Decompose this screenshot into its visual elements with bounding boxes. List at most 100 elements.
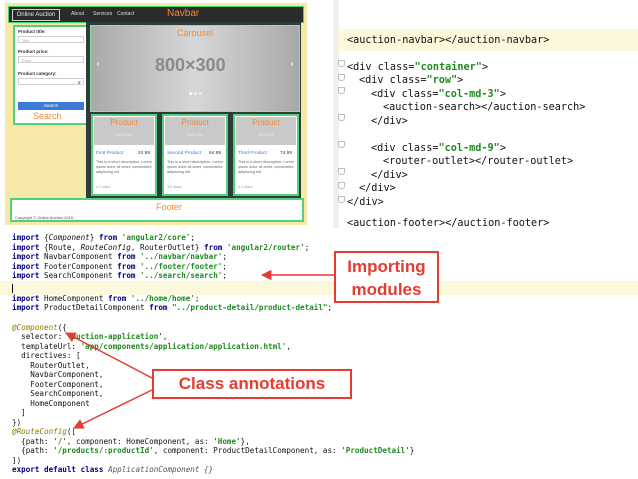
template-line[interactable]: </div> — [371, 169, 408, 183]
ts-line[interactable]: NavbarComponent, — [12, 370, 103, 379]
code-token: <auction-footer></auction-footer> — [347, 218, 550, 229]
product-description: This is a short description. Lorem ipsum… — [96, 160, 152, 174]
template-line[interactable]: <div class="row"> — [359, 74, 463, 88]
code-token: }) — [12, 418, 22, 427]
carousel-indicator[interactable] — [189, 92, 192, 95]
fold-marker-icon[interactable] — [338, 196, 345, 203]
template-line[interactable]: </div> — [371, 115, 408, 129]
code-string: '../footer/footer' — [140, 262, 223, 271]
chevron-right-icon[interactable]: › — [290, 59, 294, 70]
code-token: RouteConfig — [80, 243, 131, 252]
product-title-input[interactable]: Title — [18, 36, 84, 43]
product-image-size: 320×150 — [258, 132, 274, 137]
template-line[interactable]: </div> — [359, 182, 396, 196]
ts-line[interactable]: import SearchComponent from '../search/s… — [12, 271, 227, 280]
editor-gutter — [333, 0, 339, 228]
mockup-nav-about[interactable]: About — [71, 11, 85, 17]
code-token: ({ — [57, 323, 67, 332]
product-component-label: Product — [181, 118, 209, 127]
template-line[interactable]: </div> — [347, 196, 384, 210]
code-token: NavbarComponent — [39, 252, 118, 261]
ts-line[interactable]: SearchComponent, — [12, 389, 103, 398]
ts-line[interactable]: import HomeComponent from '../home/home'… — [12, 294, 199, 303]
template-line[interactable]: <auction-search></auction-search> — [383, 101, 585, 115]
template-line[interactable]: <div class="col-md-9"> — [371, 142, 506, 156]
mockup-nav-contact[interactable]: Contact — [117, 11, 135, 17]
ts-line[interactable]: import {Component} from 'angular2/core'; — [12, 233, 195, 242]
ts-line[interactable]: {path: '/', component: HomeComponent, as… — [12, 437, 250, 446]
code-token: ; — [194, 294, 200, 303]
carousel-indicator[interactable] — [194, 92, 197, 95]
ts-line[interactable]: @Component({ — [12, 323, 67, 332]
code-token: {path: — [12, 446, 54, 455]
ts-line[interactable]: templateUrl: 'app/components/application… — [12, 342, 291, 351]
search-button[interactable]: Search — [18, 102, 84, 110]
callout-text: modules — [351, 280, 422, 299]
carousel-indicator[interactable] — [199, 92, 202, 95]
fold-marker-icon[interactable] — [338, 168, 345, 175]
template-line[interactable]: <router-outlet></router-outlet> — [383, 155, 573, 169]
code-token: <auction-search></auction-search> — [383, 102, 586, 113]
code-token: <div class= — [347, 62, 415, 73]
fold-marker-icon[interactable] — [338, 74, 345, 81]
code-keyword: import — [12, 262, 40, 271]
mockup-nav-services[interactable]: Services — [93, 11, 113, 17]
template-line[interactable]: <div class="col-md-3"> — [371, 88, 506, 102]
ts-line[interactable]: ]) — [12, 456, 21, 465]
code-token: templateUrl: — [12, 342, 81, 351]
product-image-size: 320×150 — [187, 132, 203, 137]
fold-marker-icon[interactable] — [338, 182, 345, 189]
code-string: '../search/search' — [140, 271, 223, 280]
product-image: Product 320×150 — [165, 117, 225, 145]
product-title-link[interactable]: Third Product — [238, 151, 267, 156]
ts-line[interactable]: import {Route, RouteConfig, RouterOutlet… — [12, 243, 309, 252]
code-keyword: from — [117, 252, 136, 261]
product-title-link[interactable]: First Product — [96, 151, 124, 156]
product-title-link[interactable]: Second Product — [167, 151, 202, 156]
navbar-component-label: Navbar — [167, 8, 200, 19]
ts-line[interactable]: export default class ApplicationComponen… — [12, 465, 213, 474]
fold-marker-icon[interactable] — [338, 87, 345, 94]
importing-modules-callout: Importing modules — [334, 251, 439, 303]
ts-line[interactable]: RouterOutlet, — [12, 361, 90, 370]
code-token: ; — [327, 303, 333, 312]
ts-line[interactable]: import NavbarComponent from '../navbar/n… — [12, 252, 227, 261]
template-line[interactable]: <div class="container"> — [347, 61, 488, 75]
ts-line[interactable]: @RouteConfig([ — [12, 427, 76, 436]
template-line[interactable]: <auction-navbar></auction-navbar> — [347, 34, 549, 48]
product-price-input[interactable]: Price — [18, 56, 84, 63]
product-category-select[interactable]: ⇵ — [18, 78, 84, 85]
chevron-down-icon: ⇵ — [77, 80, 81, 85]
mockup-brand[interactable]: Online Auction — [12, 9, 60, 21]
product-price: 64.99 — [208, 151, 221, 156]
code-token: , — [162, 332, 168, 341]
fold-marker-icon[interactable] — [338, 141, 345, 148]
code-keyword: from — [204, 243, 223, 252]
code-token: </div> — [371, 170, 408, 181]
code-token: RouterOutlet, — [12, 361, 90, 370]
ts-line[interactable]: directives: [ — [12, 351, 80, 360]
ts-line[interactable]: }) — [12, 418, 21, 427]
ts-line[interactable]: import FooterComponent from '../footer/f… — [12, 262, 227, 271]
product-category-label: Product category: — [18, 71, 57, 76]
mockup-carousel: Carousel 800×300 ‹ › — [90, 25, 300, 112]
product-card: Product 320×150 Second Product 64.99 Thi… — [162, 114, 228, 196]
ts-line[interactable]: {path: '/products/:productId', component… — [12, 446, 414, 455]
code-keyword: import — [12, 294, 40, 303]
ts-line[interactable]: HomeComponent — [12, 399, 89, 408]
ts-line[interactable]: selector: 'auction-application', — [12, 332, 167, 341]
template-line[interactable]: <auction-footer></auction-footer> — [347, 217, 549, 231]
fold-marker-icon[interactable] — [338, 114, 345, 121]
ts-line[interactable]: import ProductDetailComponent from "../p… — [12, 303, 332, 312]
code-token: } — [89, 233, 99, 242]
fold-marker-icon[interactable] — [338, 60, 345, 67]
code-token: </div> — [371, 116, 408, 127]
ts-line[interactable]: ] — [12, 408, 26, 417]
ts-line[interactable]: FooterComponent, — [12, 380, 103, 389]
footer-component-label: Footer — [156, 202, 183, 212]
code-token: SearchComponent — [39, 271, 118, 280]
code-token: selector: — [12, 332, 67, 341]
chevron-left-icon[interactable]: ‹ — [96, 59, 100, 70]
code-token: ; — [222, 271, 227, 280]
code-keyword: from — [117, 271, 136, 280]
